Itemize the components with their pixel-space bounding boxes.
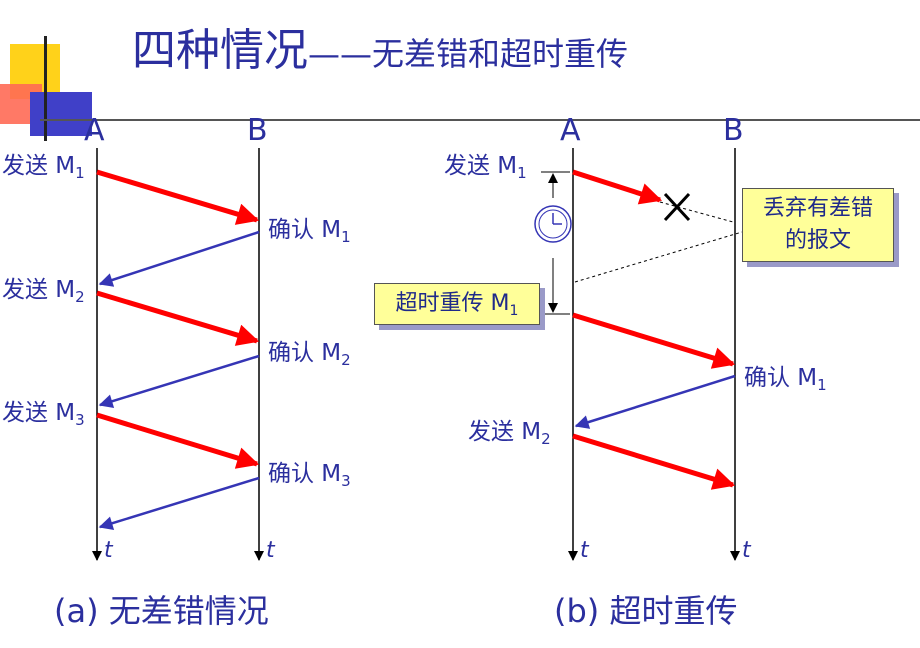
retransmit-callout: 超时重传 M1 — [374, 283, 540, 325]
discard-callout: 丢弃有差错 的报文 — [742, 188, 894, 262]
time-label-b-host-a: t — [580, 538, 589, 563]
label-a-send3: 发送 M3 — [2, 400, 85, 429]
label-a-ack3: 确认 M3 — [268, 461, 351, 490]
lost-path-dashed — [659, 201, 734, 223]
logo-decoration — [0, 0, 110, 150]
arrow-a-ack1 — [98, 230, 260, 287]
arrow-a-send1 — [96, 169, 260, 225]
host-b-label-b: B — [723, 113, 744, 148]
arrow-b-send2 — [572, 433, 736, 490]
arrow-b-ack1 — [574, 374, 736, 429]
label-a-send1: 发送 M1 — [2, 153, 85, 182]
time-label-b-host-b: t — [742, 538, 751, 563]
time-label-a-host-a: t — [104, 538, 113, 563]
host-b-label-a: B — [247, 113, 268, 148]
arrow-a-send2 — [96, 290, 260, 346]
label-b-send1: 发送 M1 — [444, 153, 527, 182]
caption-a: (a) 无差错情况 — [54, 592, 269, 630]
discard-callout-line1: 丢弃有差错 — [762, 196, 873, 221]
label-a-ack1: 确认 M1 — [268, 217, 351, 246]
discard-callout-line2: 的报文 — [784, 228, 851, 253]
arrow-b-send1-lost — [572, 169, 663, 205]
label-b-ack1: 确认 M1 — [744, 365, 827, 394]
arrow-a-ack2 — [98, 354, 260, 408]
lost-x-mark — [663, 192, 691, 222]
arrow-a-ack3 — [98, 476, 260, 530]
host-a-label-a: A — [84, 113, 105, 148]
label-a-ack2: 确认 M2 — [268, 340, 351, 369]
caption-b: (b) 超时重传 — [554, 592, 738, 630]
host-a-label-b: A — [560, 113, 581, 148]
clock-icon — [534, 205, 572, 243]
page-title: 四种情况——无差错和超时重传 — [132, 25, 629, 76]
title-divider — [40, 119, 920, 121]
discard-pointer-dashed — [574, 231, 743, 283]
time-label-a-host-b: t — [266, 538, 275, 563]
arrow-b-retransmit1 — [572, 312, 736, 369]
label-a-send2: 发送 M2 — [2, 277, 85, 306]
label-b-send2: 发送 M2 — [468, 419, 551, 448]
arrow-a-send3 — [96, 412, 260, 469]
